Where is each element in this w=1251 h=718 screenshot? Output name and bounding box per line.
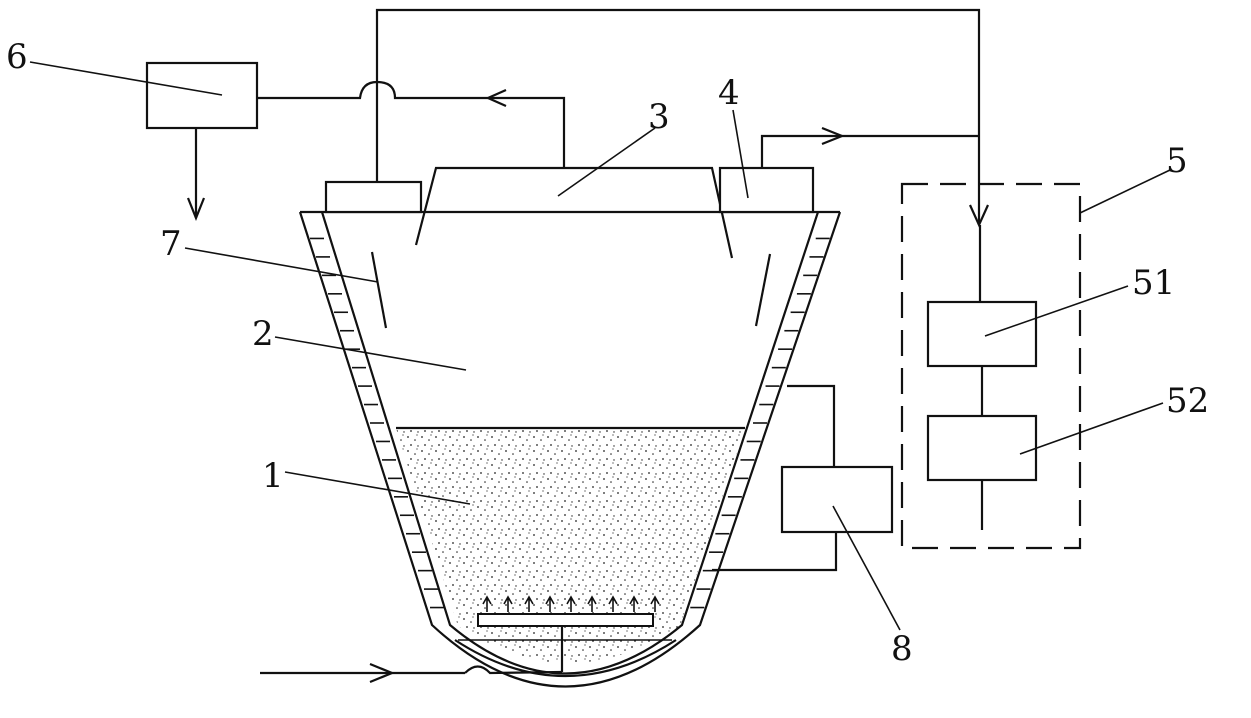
- label-2: 2: [252, 314, 274, 354]
- upflow-arrow: [629, 595, 639, 612]
- lid-left-block: [324, 180, 423, 214]
- label-7: 7: [160, 224, 182, 264]
- label-52: 52: [1166, 381, 1209, 421]
- label-4: 4: [718, 73, 740, 113]
- upflow-arrow: [566, 595, 576, 612]
- upflow-arrow: [587, 595, 597, 612]
- upflow-arrows: [482, 595, 660, 612]
- label-51: 51: [1132, 263, 1175, 303]
- labels: 1 2 3 4 5 51 52 6 7 8: [6, 37, 1209, 669]
- bottom-inlet: [260, 662, 563, 684]
- exhaust-pipe: [258, 80, 566, 168]
- label-8: 8: [891, 629, 913, 669]
- furnace-lid: [324, 166, 815, 259]
- unit-6: [145, 61, 259, 221]
- shell-hatch-left: [310, 237, 444, 609]
- label-5: 5: [1166, 141, 1188, 181]
- unit-52: [926, 414, 1038, 482]
- upflow-arrow: [545, 595, 555, 612]
- leader-lines: [29, 61, 1171, 631]
- upflow-arrow: [608, 595, 618, 612]
- lid-right-block-4: [718, 166, 815, 214]
- upflow-arrow: [524, 595, 534, 612]
- label-3: 3: [648, 97, 670, 137]
- upflow-arrow: [650, 595, 660, 612]
- shell-hatch-right: [690, 237, 830, 609]
- charge-region: [396, 426, 745, 672]
- gas-distributor-plate: [477, 613, 654, 627]
- upflow-arrow: [503, 595, 513, 612]
- label-6: 6: [6, 37, 28, 77]
- top-pipe-loop: [375, 8, 990, 228]
- inner-baffles: [370, 251, 772, 329]
- label-1: 1: [262, 456, 284, 496]
- upflow-arrow: [482, 595, 492, 612]
- unit-51: [926, 300, 1038, 368]
- unit-8: [712, 384, 894, 572]
- unit-5: [900, 182, 1082, 550]
